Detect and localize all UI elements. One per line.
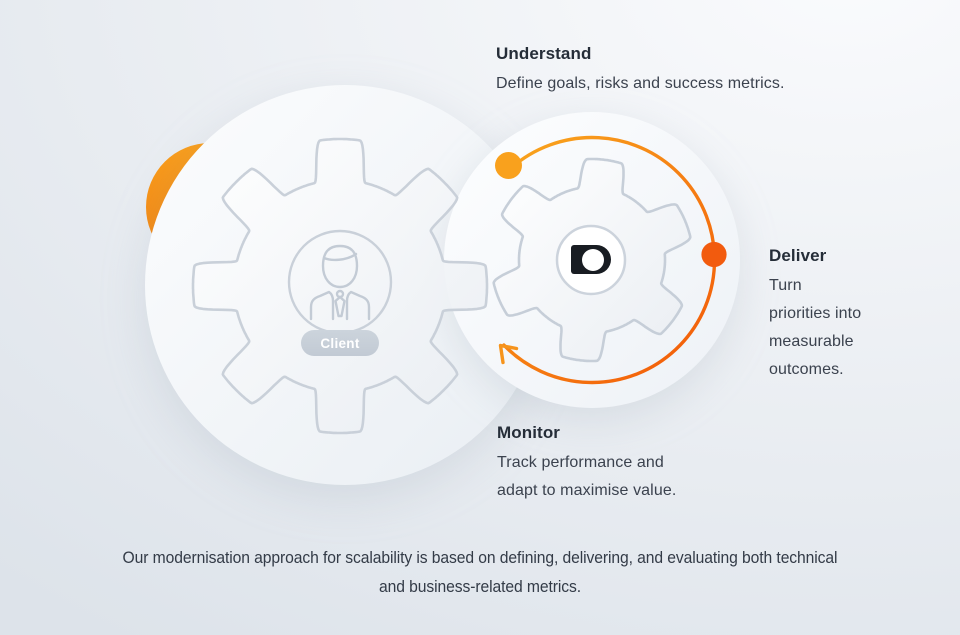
- client-badge: Client: [301, 330, 379, 356]
- deliver-line: Turn: [769, 277, 802, 294]
- monitor-line: Track performance and: [497, 454, 664, 471]
- deliver-line: measurable: [769, 333, 854, 350]
- person-icon: [309, 244, 371, 321]
- caption-line: Our modernisation approach for scalabili…: [122, 549, 838, 567]
- understand-dot: [495, 152, 522, 179]
- deliver-title: Deliver: [769, 246, 827, 265]
- understand-title: Understand: [496, 44, 592, 63]
- logo-dot: [582, 248, 604, 271]
- caption: Our modernisation approach for scalabili…: [24, 544, 936, 602]
- arrowhead-icon: [498, 343, 519, 365]
- monitor-description: Track performance and adapt to maximise …: [497, 449, 676, 505]
- deliver-line: priorities into: [769, 305, 862, 322]
- company-logo-icon: [571, 245, 611, 274]
- caption-line: and business-related metrics.: [379, 578, 581, 596]
- deliver-description: Turn priorities into measurable outcomes…: [769, 272, 861, 384]
- deliver-dot: [701, 241, 727, 268]
- monitor-line: adapt to maximise value.: [497, 482, 677, 499]
- understand-description: Define goals, risks and success metrics.: [496, 75, 785, 92]
- deliver-line: outcomes.: [769, 361, 844, 378]
- monitor-title: Monitor: [497, 423, 561, 442]
